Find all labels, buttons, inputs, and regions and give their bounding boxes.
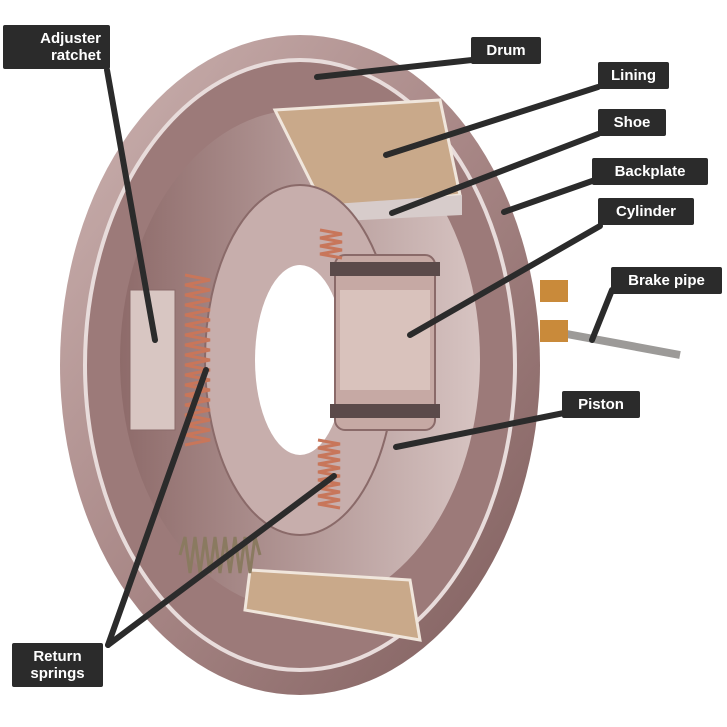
label-cylinder: Cylinder <box>598 198 694 225</box>
label-backplate: Backplate <box>592 158 708 185</box>
pipe-nut-2 <box>540 320 568 342</box>
leader-lines <box>104 57 615 648</box>
leader-backplate <box>501 177 598 215</box>
lower-spring <box>178 536 262 574</box>
return-spring-right <box>317 228 343 510</box>
leader-cylinder <box>407 223 603 338</box>
adjuster-block <box>129 289 176 431</box>
pipe-nut-1 <box>540 280 568 302</box>
label-lining: Lining <box>598 62 669 89</box>
leader-brake-pipe <box>589 287 615 343</box>
label-line: ratchet <box>50 47 101 64</box>
leader-shoe <box>389 131 601 216</box>
label-brake-pipe: Brake pipe <box>611 267 722 294</box>
label-drum: Drum <box>471 37 541 64</box>
label-return-springs: Return springs <box>12 643 103 687</box>
label-line: springs <box>30 665 85 682</box>
leader-adjuster <box>104 67 158 343</box>
upper-lining <box>272 98 462 212</box>
label-piston: Piston <box>562 391 640 418</box>
leader-spring-2 <box>105 473 337 648</box>
label-adjuster-ratchet: Adjuster ratchet <box>3 25 110 69</box>
piston-bottom <box>330 404 440 418</box>
hub-hole <box>255 265 345 455</box>
cylinder-body <box>340 290 430 390</box>
leader-piston <box>393 410 567 450</box>
lower-lining <box>243 568 422 642</box>
label-shoe: Shoe <box>598 109 666 136</box>
return-spring-left <box>184 273 211 447</box>
label-line: Return <box>33 648 82 665</box>
leader-spring-1 <box>105 367 209 648</box>
label-line: Adjuster <box>40 30 101 47</box>
leader-drum <box>314 57 475 80</box>
piston-top <box>330 262 440 276</box>
leader-lining <box>383 84 601 158</box>
